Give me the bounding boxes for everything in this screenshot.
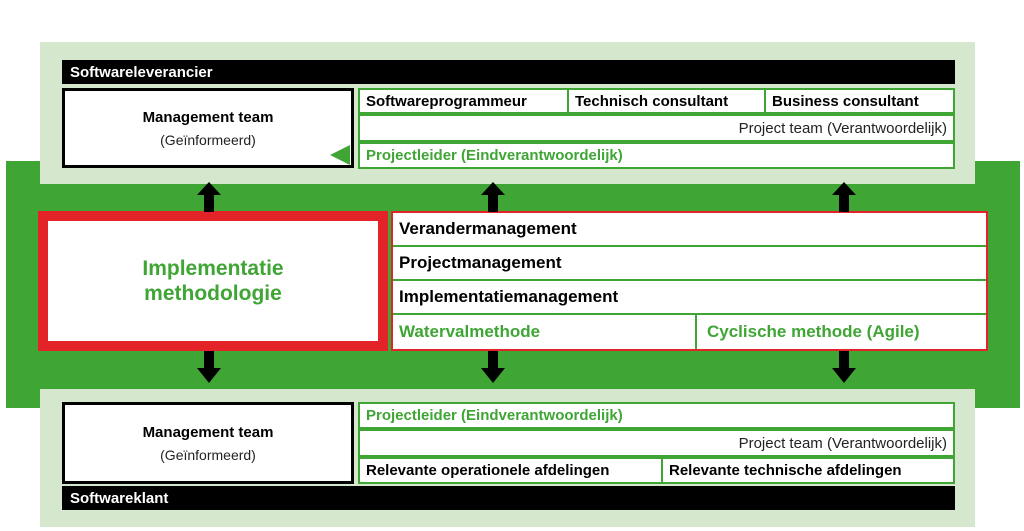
arrow-mid-bottom-icon (481, 351, 505, 383)
project-management-row: Projectmanagement (393, 247, 986, 281)
methodology-line2: methodologie (144, 282, 282, 305)
vendor-lead-arrow-icon (330, 145, 350, 165)
vendor-project-team: Project team (Verantwoordelijk) (358, 114, 955, 142)
methodology-line1: Implementatie (142, 257, 284, 280)
vendor-role-business: Business consultant (764, 88, 955, 114)
vendor-management-box: Management team (Geïnformeerd) (62, 88, 354, 168)
client-title: Softwareklant (70, 489, 169, 507)
client-management-subtitle: (Geïnformeerd) (160, 446, 256, 463)
client-project-team: Project team (Verantwoordelijk) (358, 429, 955, 457)
methodology-box: Implementatie methodologie (38, 211, 388, 351)
client-dept-technical: Relevante technische afdelingen (661, 457, 955, 484)
arrow-right-top-icon (832, 182, 856, 212)
vendor-role-programmer: Softwareprogrammeur (358, 88, 569, 114)
implementation-management-row: Implementatiemanagement (393, 281, 986, 315)
client-project-lead: Projectleider (Eindverantwoordelijk) (358, 402, 955, 429)
vendor-project-lead: Projectleider (Eindverantwoordelijk) (358, 142, 955, 169)
arrow-left-bottom-icon (197, 351, 221, 383)
arrow-mid-top-icon (481, 182, 505, 212)
client-management-title: Management team (142, 423, 274, 441)
client-management-box: Management team (Geïnformeerd) (62, 402, 354, 484)
arrow-left-top-icon (197, 182, 221, 212)
client-title-bar: Softwareklant (62, 486, 955, 510)
waterfall-method-cell: Watervalmethode (393, 315, 697, 349)
vendor-role-technical: Technisch consultant (567, 88, 766, 114)
client-dept-operational: Relevante operationele afdelingen (358, 457, 663, 484)
change-management-row: Verandermanagement (393, 213, 986, 247)
arrow-right-bottom-icon (832, 351, 856, 383)
vendor-management-subtitle: (Geïnformeerd) (160, 131, 256, 148)
vendor-title-bar: Softwareleverancier (62, 60, 955, 84)
vendor-title: Softwareleverancier (70, 63, 213, 81)
management-methods-box: Verandermanagement Projectmanagement Imp… (391, 211, 988, 351)
cyclic-method-cell: Cyclische methode (Agile) (699, 315, 986, 349)
vendor-management-title: Management team (142, 108, 274, 126)
